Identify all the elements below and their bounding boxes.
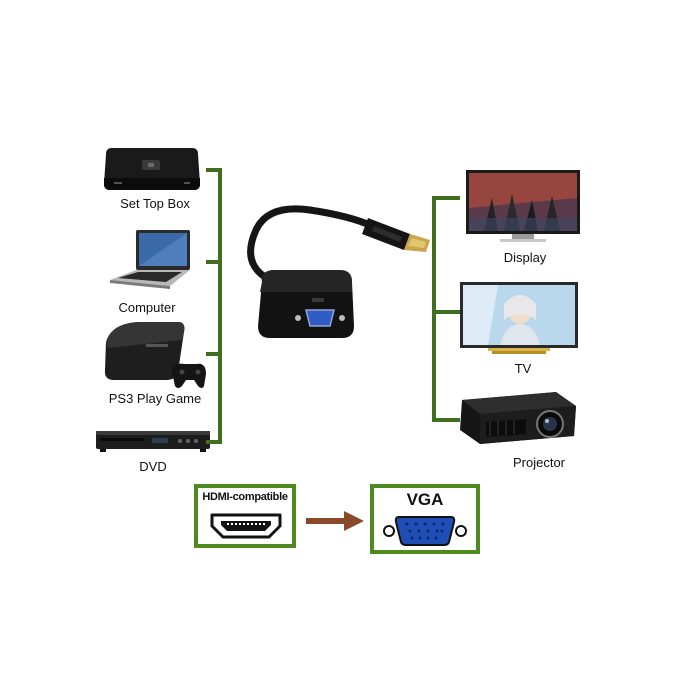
ps3-label: PS3 Play Game bbox=[108, 391, 202, 406]
game-console-icon bbox=[102, 318, 208, 392]
output-bracket-tick-1 bbox=[432, 196, 460, 200]
computer-label: Computer bbox=[118, 300, 176, 315]
input-bracket-tick-3 bbox=[206, 352, 222, 356]
vga-target-box: VGA bbox=[370, 484, 480, 554]
input-bracket-tick-2 bbox=[206, 260, 222, 264]
hdmi-port-icon bbox=[209, 512, 283, 540]
input-bracket-vertical bbox=[218, 168, 222, 444]
projector-icon bbox=[456, 386, 580, 450]
vga-target-label: VGA bbox=[406, 490, 444, 509]
vga-port-icon bbox=[383, 514, 467, 548]
output-bracket-tick-3 bbox=[432, 418, 460, 422]
input-bracket-tick-4 bbox=[206, 440, 222, 444]
tv-icon bbox=[458, 280, 580, 356]
hdmi-source-box: HDMI-compatible bbox=[194, 484, 296, 548]
output-bracket-tick-2 bbox=[432, 310, 460, 314]
projector-label: Projector bbox=[512, 455, 566, 470]
dvd-label: DVD bbox=[139, 459, 167, 474]
set-top-box-icon bbox=[100, 146, 204, 194]
input-bracket-tick-1 bbox=[206, 168, 222, 172]
display-label: Display bbox=[503, 250, 547, 265]
hdmi-to-vga-adapter-icon bbox=[240, 200, 440, 350]
arrow-right-icon bbox=[304, 508, 366, 534]
laptop-icon bbox=[108, 228, 192, 290]
display-monitor-icon bbox=[464, 168, 582, 244]
dvd-player-icon bbox=[94, 428, 212, 454]
hdmi-source-label: HDMI-compatible bbox=[202, 491, 288, 503]
set-top-box-label: Set Top Box bbox=[120, 196, 190, 211]
output-bracket-vertical bbox=[432, 196, 436, 422]
tv-label: TV bbox=[514, 361, 532, 376]
